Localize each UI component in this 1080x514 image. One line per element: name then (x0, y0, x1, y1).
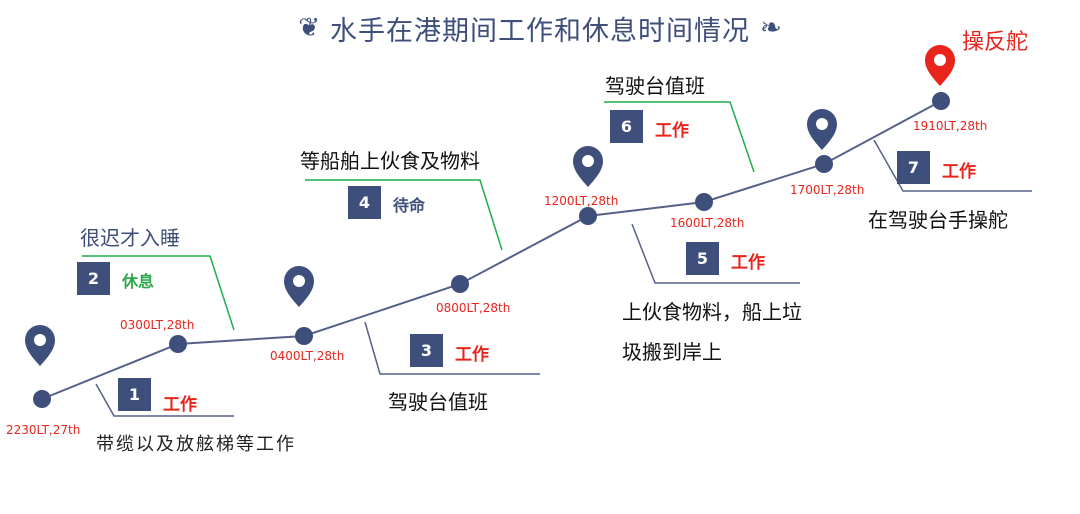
event-number-badge: 3 (410, 334, 443, 367)
event-number-badge: 4 (348, 186, 381, 219)
event-note: 驾驶台值班 (605, 74, 705, 98)
ornament-right-icon: ❧ (760, 13, 782, 43)
timeline-node (579, 207, 597, 225)
event-status: 工作 (455, 345, 489, 365)
timeline-node (815, 155, 833, 173)
event-note: 驾驶台值班 (388, 390, 488, 414)
callout-6 (604, 101, 755, 173)
event-note: 很迟才入睡 (80, 226, 180, 250)
map-pin-icon (807, 109, 837, 150)
timeline-node (169, 335, 187, 353)
time-label: 2230LT,27th (6, 423, 81, 437)
highlight-label: 操反舵 (962, 30, 1029, 55)
connector-5 (631, 223, 800, 284)
event-status: 工作 (731, 253, 765, 273)
timeline-line (41, 100, 942, 400)
connector-1 (95, 383, 234, 417)
callout-2 (82, 255, 235, 331)
map-pin-icon (284, 266, 314, 307)
event-number-badge: 6 (610, 110, 643, 143)
connector-7 (873, 139, 1032, 192)
event-status: 工作 (163, 395, 197, 415)
event-note-line-2: 圾搬到岸上 (622, 340, 722, 364)
event-status: 工作 (942, 162, 976, 182)
event-note: 等船舶上伙食及物料 (300, 149, 480, 173)
event-note: 在驾驶台手操舵 (868, 208, 1008, 232)
event-number-badge: 2 (77, 262, 110, 295)
timeline-node (932, 92, 950, 110)
time-label: 0300LT,28th (120, 318, 195, 332)
map-pin-icon (25, 325, 55, 366)
time-label: 1700LT,28th (790, 183, 865, 197)
time-label: 0400LT,28th (270, 349, 345, 363)
callout-4 (305, 179, 503, 251)
timeline-node (295, 327, 313, 345)
time-label: 1600LT,28th (670, 216, 745, 230)
event-note: 带缆以及放舷梯等工作 (96, 434, 296, 455)
event-note-line-1: 上伙食物料，船上垃 (622, 300, 802, 324)
map-pin-highlight-icon (925, 45, 955, 86)
connector-3 (364, 321, 540, 375)
event-number-badge: 1 (118, 378, 151, 411)
time-label: 1200LT,28th (544, 194, 619, 208)
diagram-title: ❦ 水手在港期间工作和休息时间情况 ❧ (0, 10, 1080, 47)
time-label: 0800LT,28th (436, 301, 511, 315)
time-label: 1910LT,28th (913, 119, 988, 133)
event-status: 待命 (393, 196, 426, 215)
timeline-node (695, 193, 713, 211)
timeline-node (33, 390, 51, 408)
event-number-badge: 7 (897, 151, 930, 184)
timeline-node (451, 275, 469, 293)
map-pin-icon (573, 146, 603, 187)
title-text: 水手在港期间工作和休息时间情况 (330, 15, 750, 47)
ornament-left-icon: ❦ (298, 13, 320, 43)
event-number-badge: 5 (686, 242, 719, 275)
event-status: 工作 (655, 121, 689, 141)
event-status: 休息 (122, 272, 155, 291)
